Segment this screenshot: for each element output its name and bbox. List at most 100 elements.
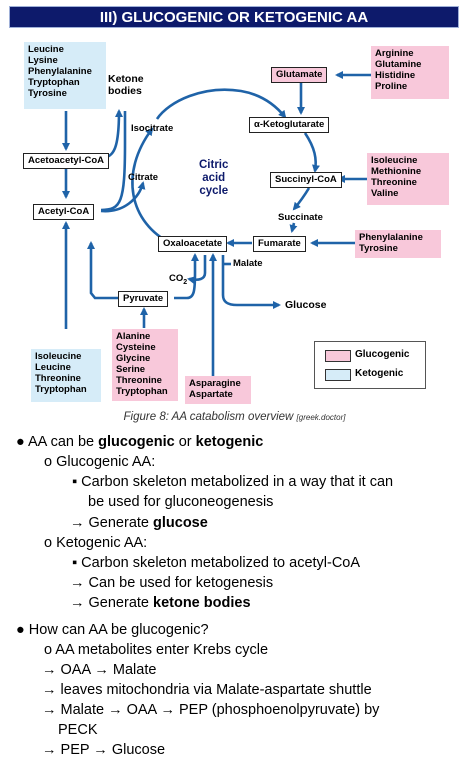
arrow-co2 [187,255,207,285]
arrow-oaa-to-citrate [131,127,173,246]
glucose-label: Glucose [285,299,327,311]
aa-label: Serine [116,364,146,375]
text: Carbon skeleton metabolized to acetyl-Co… [81,555,361,571]
acetyl-sources-box: Isoleucine Leucine Threonine Tryptophan [31,349,101,402]
step-pep-cont: PECK [58,722,98,738]
point-glucogenic: ▪ Carbon skeleton metabolized in a way t… [72,474,394,490]
aa-label: Histidine [375,70,416,81]
legend: Glucogenic Ketogenic [314,341,426,389]
aa-label: Lysine [28,55,58,66]
arrow-oaa-to-glucose [221,255,281,309]
pyruvate-node: Pyruvate [118,291,169,307]
arrow-acetylcoa-to-ketone [100,111,127,212]
aa-label: Glutamine [375,59,422,70]
isocitrate-label: Isocitrate [131,123,174,134]
aa-label: Aspartate [189,389,233,400]
citric-acid-cycle-label: Citric acid cycle [199,159,228,198]
diagram-arrows [62,71,371,379]
co2-text: CO [169,273,184,284]
fumarate-node: Fumarate [253,236,306,252]
sub-ketogenic: o Ketogenic AA: [44,535,148,551]
text: AA metabolites enter Krebs cycle [55,642,269,658]
co2-label: CO2 [169,273,187,288]
arrow-akg-to-succinyl [303,132,320,173]
acetyl-coa-node: Acetyl-CoA [33,204,95,220]
bold-text: glucogenic [98,434,175,450]
aa-label: Tyrosine [28,88,67,99]
aa-label: Leucine [28,44,64,55]
generate-glucose: → Generate glucose [70,513,208,533]
caption-text: Figure 8: AA catabolism overview [123,411,294,423]
aa-label: Glycine [116,353,151,364]
aa-catabolism-diagram: Leucine Lysine Phenylalanine Tryptophan … [9,33,459,408]
oxaloacetate-node: Oxaloacetate [158,236,228,252]
aa-label: Alanine [116,331,151,342]
step-glucose: → PEP → Glucose [42,742,166,758]
arrow-isocitrate-to-akg [155,88,287,120]
aa-label: Tryptophan [116,386,168,397]
cycle-line: Citric [199,159,229,171]
text: AA can be [28,434,99,450]
step-shuttle: → leaves mitochondria via Malate-asparta… [42,682,372,698]
text: Ketogenic AA: [56,535,148,551]
arrow-acetoacetyl-to-ketone [100,109,123,160]
aa-label: Isoleucine [371,155,418,166]
arrow-succinyl-to-succinate [292,187,311,211]
aa-label: Phenylalanine [359,232,423,243]
step-oaa-malate: → OAA → Malate [42,662,157,678]
co2-sub: 2 [183,278,188,286]
cycle-line: cycle [199,185,229,197]
glucogenic-swatch [325,350,351,362]
text: Carbon skeleton metabolized in a way tha… [81,474,394,490]
succinate-label: Succinate [278,212,323,223]
generate-ketone: → Generate ketone bodies [70,593,251,613]
aa-label: Phenylalanine [28,66,92,77]
aa-label: Tryptophan [28,77,80,88]
bold-text: glucose [153,515,208,531]
step-pep: → Malate → OAA → PEP (phosphoenolpyruvat… [42,702,380,718]
section-title: III) GLUCOGENIC OR KETOGENIC AA [99,9,369,26]
akg-node: α-Ketoglutarate [249,117,330,133]
legend-ketogenic: Ketogenic [355,368,404,379]
arrow-acetylcoa-to-citrate [100,181,146,213]
succinyl-coa-node: Succinyl-CoA [270,172,342,188]
bold-text: ketogenic [195,434,264,450]
pyruvate-sources-box: Alanine Cysteine Glycine Serine Threonin… [112,329,178,401]
malate-label: Malate [233,258,263,269]
sub-glucogenic: o Glucogenic AA: [44,454,156,470]
arrow-succinate-to-fumarate [289,222,298,233]
glutamate-node: Glutamate [271,67,328,83]
acetoacetyl-coa-node: Acetoacetyl-CoA [23,153,110,169]
succinyl-sources-box: Isoleucine Methionine Threonine Valine [367,153,449,205]
bullet-how-glucogenic: ● How can AA be glucogenic? [16,622,209,638]
text: or [174,434,196,450]
aa-label: Tyrosine [359,243,398,254]
section-header: III) GLUCOGENIC OR KETOGENIC AA [9,6,459,28]
sub-krebs: o AA metabolites enter Krebs cycle [44,642,269,658]
aa-label: Threonine [116,375,162,386]
ketone-line: Ketone [108,73,144,85]
aa-label: Asparagine [189,378,241,389]
bold-text: ketone bodies [153,595,251,611]
text: → Generate [70,515,154,531]
aa-label: Threonine [371,177,417,188]
asp-sources-box: Asparagine Aspartate [185,376,251,404]
ketogenic-aa-box: Leucine Lysine Phenylalanine Tryptophan … [24,42,106,109]
aa-label: Tryptophan [35,384,87,395]
fumarate-sources-box: Phenylalanine Tyrosine [355,230,441,258]
aa-label: Methionine [371,166,422,177]
text: → Generate [70,595,154,611]
arrow-pyruvate-to-oaa [174,253,199,300]
ketogenic-swatch [325,369,351,381]
aa-label: Leucine [35,362,71,373]
aa-label: Valine [371,188,399,199]
text: How can AA be glucogenic? [28,622,209,638]
caption-source: [greek.doctor] [296,413,346,422]
aa-label: Cysteine [116,342,156,353]
ketone-bodies-label: Ketone bodies [108,73,144,97]
figure-caption: Figure 8: AA catabolism overview [greek.… [0,411,469,423]
glutamate-sources-box: Arginine Glutamine Histidine Proline [371,46,449,99]
ketogenesis-use: → Can be used for ketogenesis [70,575,274,591]
bullet-glucogenic-or-ketogenic: ● AA can be glucogenic or ketogenic [16,434,264,450]
aa-label: Arginine [375,48,414,59]
